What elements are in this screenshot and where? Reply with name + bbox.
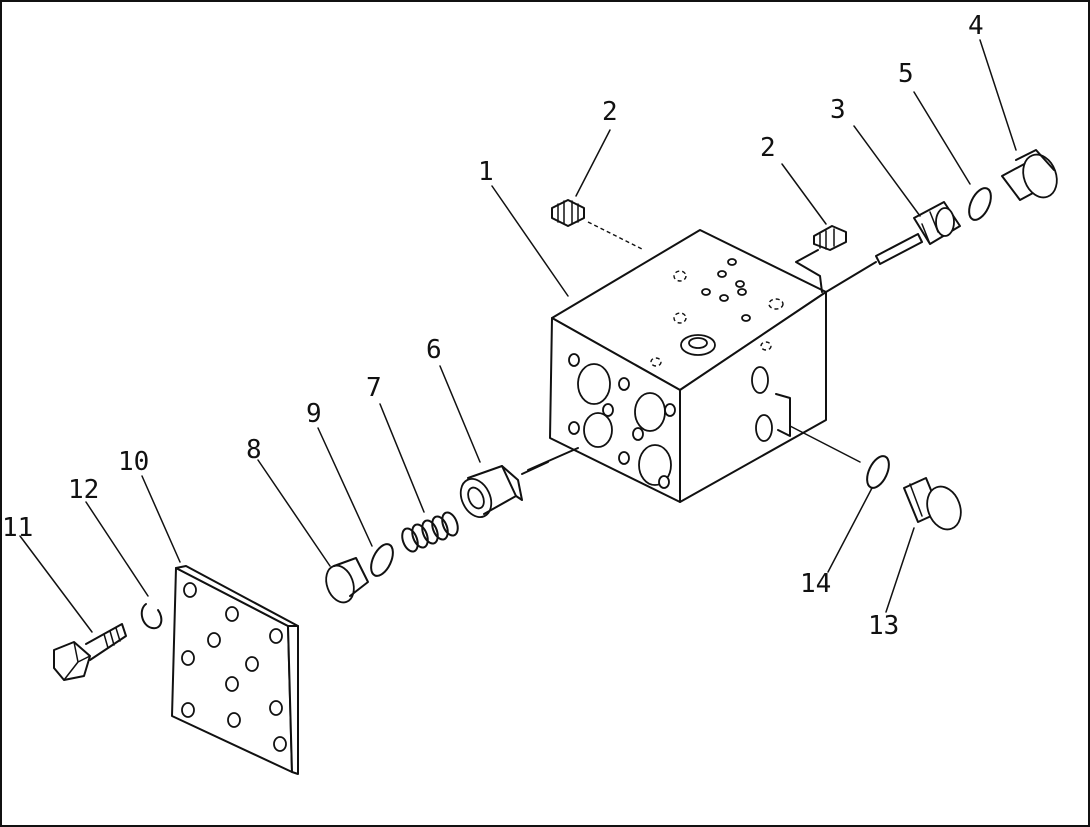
- callout-3: 3: [830, 95, 846, 125]
- callout-13: 13: [868, 611, 899, 641]
- cover-plate-10: [171, 565, 299, 775]
- fitting-2-right: [795, 225, 847, 293]
- washer-12: [140, 603, 163, 630]
- port-leader: [789, 425, 861, 463]
- callout-1: 1: [478, 157, 494, 187]
- o-ring-14: [866, 455, 890, 489]
- plug-13: [903, 477, 962, 531]
- valve-block: [549, 229, 827, 503]
- callout-12: 12: [68, 475, 99, 505]
- port-bracket: [775, 393, 791, 437]
- leader-lines: [19, 39, 1017, 633]
- callout-9: 9: [306, 399, 322, 429]
- callout-4: 4: [968, 11, 984, 41]
- spring-7: [401, 511, 459, 553]
- callout-5: 5: [898, 59, 914, 89]
- callout-8: 8: [246, 435, 262, 465]
- callout-10: 10: [118, 447, 149, 477]
- callout-2-right: 2: [760, 133, 776, 163]
- callout-7: 7: [366, 373, 382, 403]
- callout-2-left: 2: [602, 97, 618, 127]
- spool-6: [459, 447, 579, 518]
- callout-14: 14: [800, 569, 831, 599]
- callout-6: 6: [426, 335, 442, 365]
- o-ring-9: [370, 543, 394, 577]
- plunger-3: [825, 201, 961, 293]
- o-ring-5: [968, 187, 992, 221]
- fitting-2-left: [551, 199, 645, 251]
- plug-4: [1001, 149, 1058, 201]
- plug-8: [325, 557, 369, 604]
- valve-block-side-face: [679, 291, 827, 503]
- bolt-11: [53, 623, 127, 681]
- callout-11: 11: [2, 513, 33, 543]
